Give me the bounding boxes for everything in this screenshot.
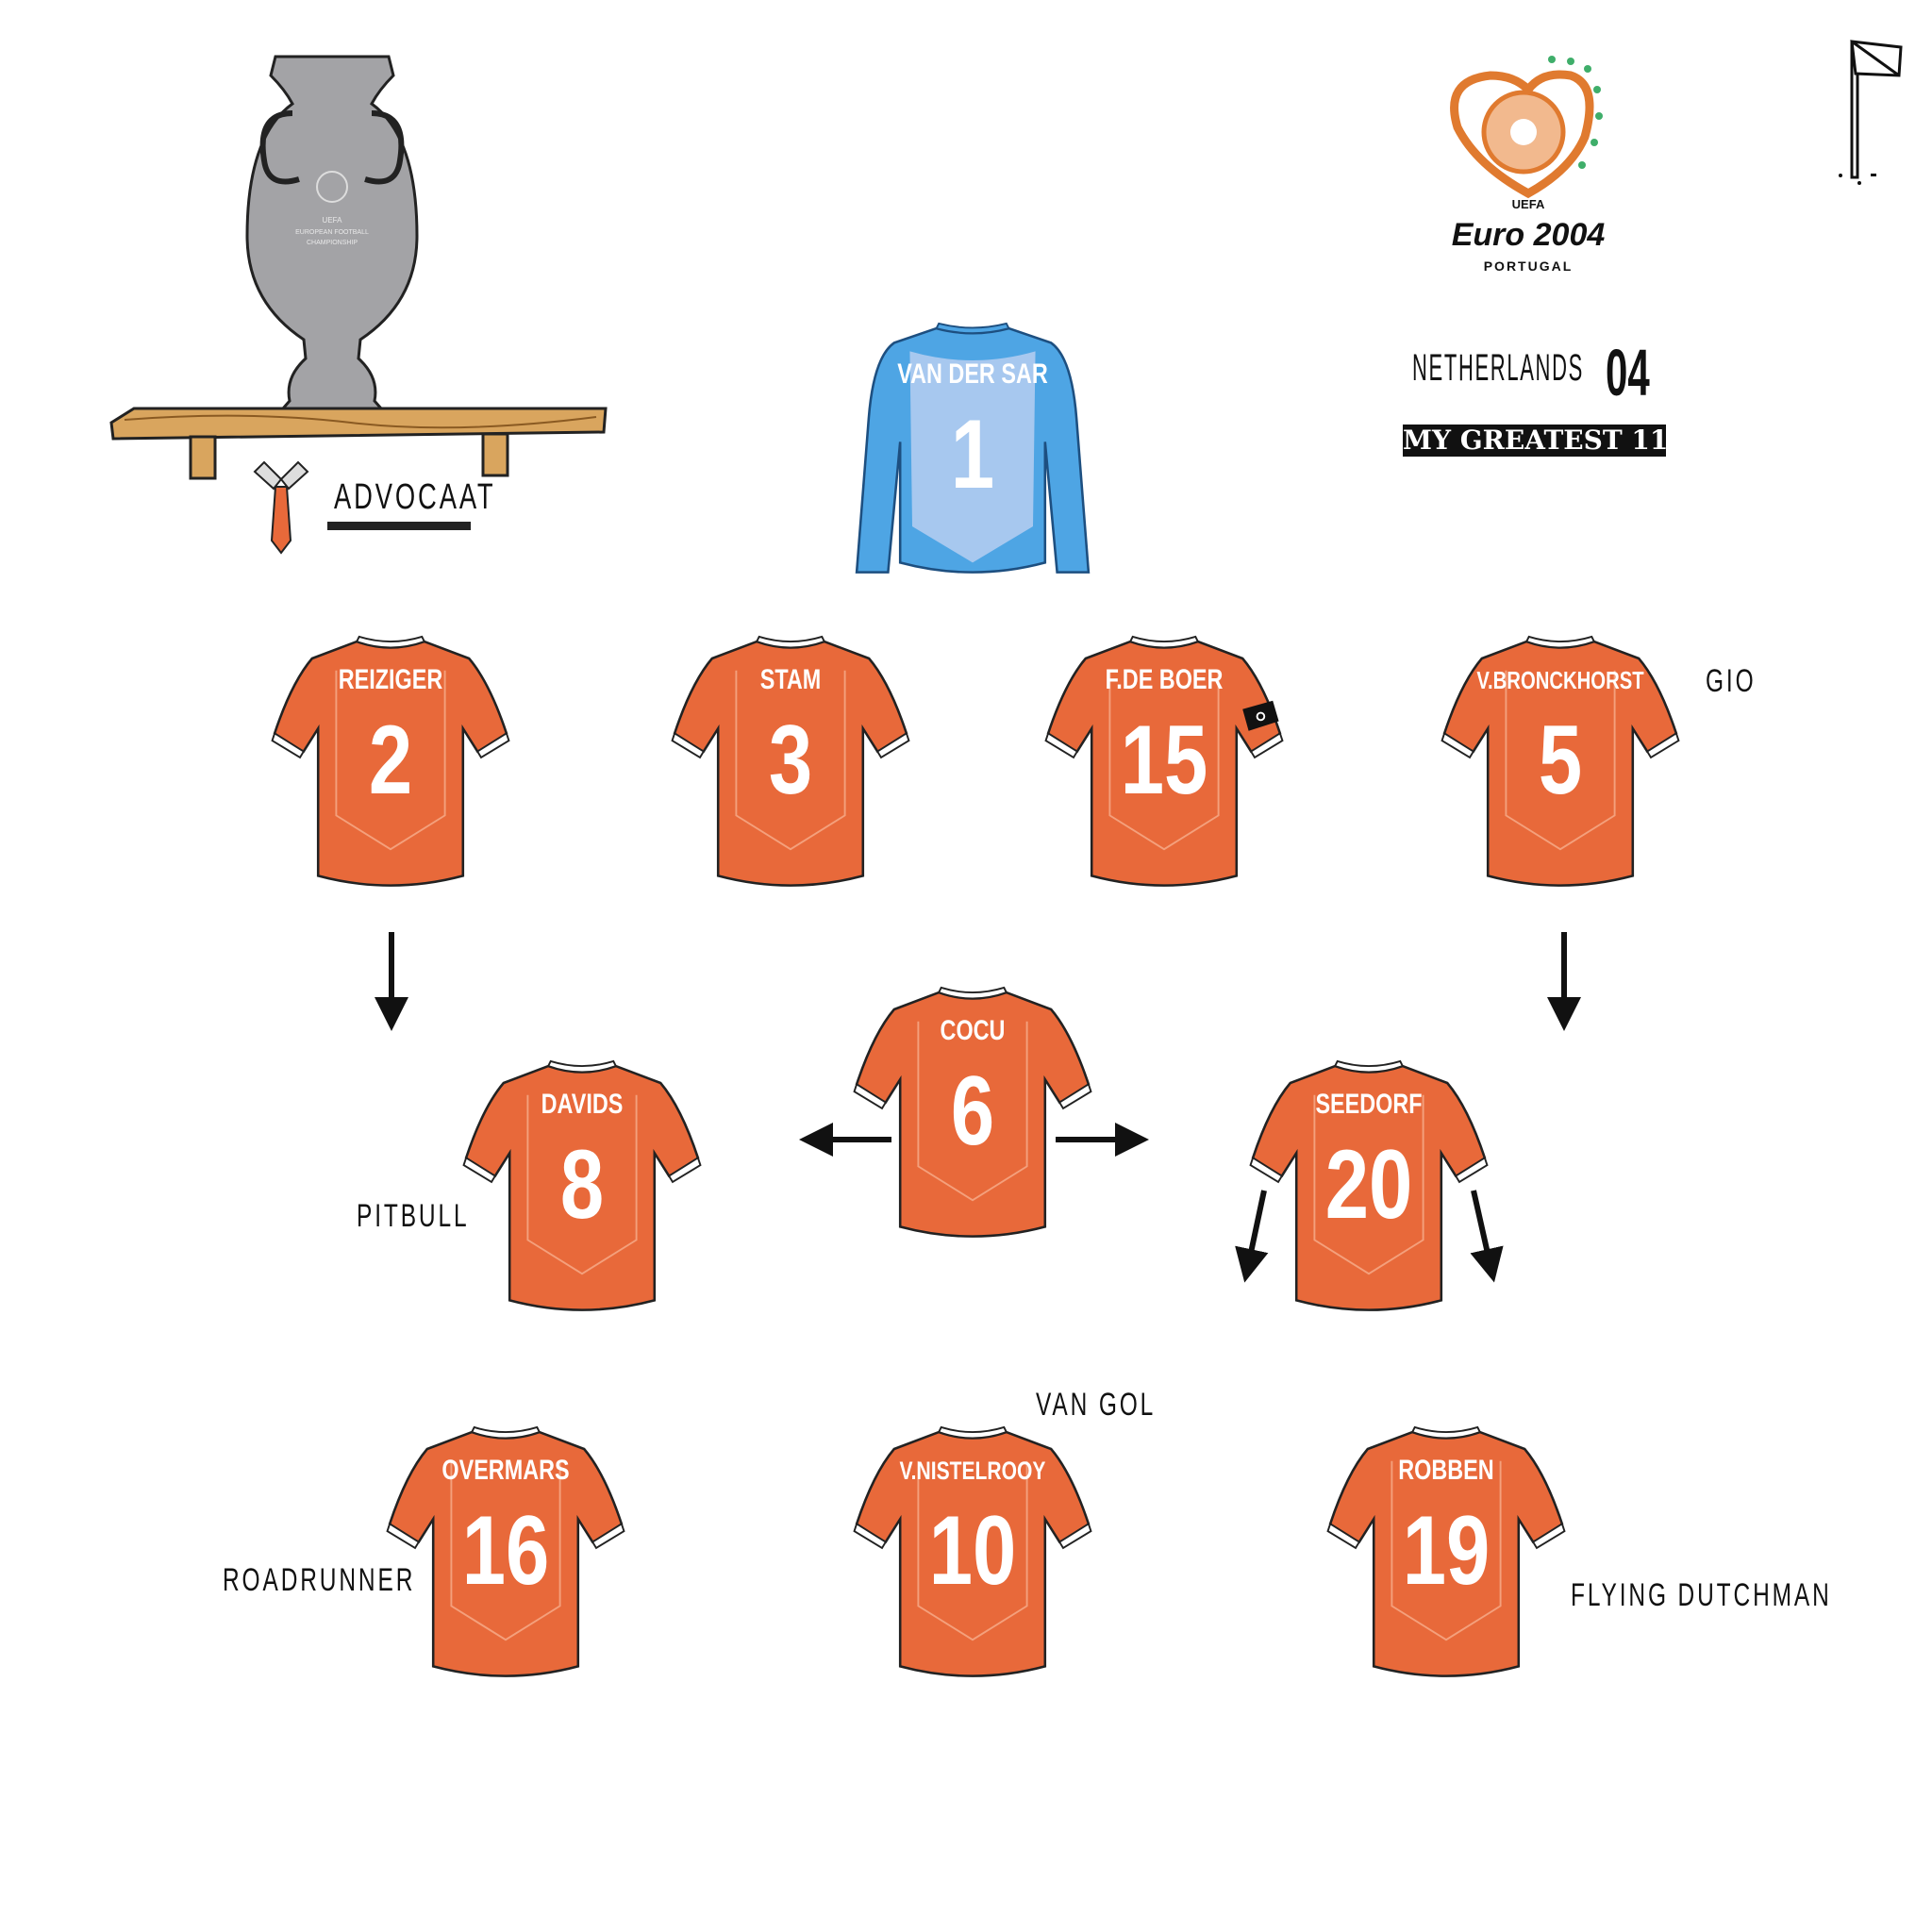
svg-text:Euro 2004: Euro 2004: [1452, 217, 1606, 253]
player-shirt-de-boer[interactable]: F.DE BOER 15: [1043, 634, 1285, 894]
player-number: 19: [1402, 1496, 1491, 1606]
player-name: COCU: [940, 1015, 1006, 1046]
player-shirt-davids[interactable]: DAVIDS 8: [461, 1058, 703, 1319]
subtitle-banner: MY GREATEST 11: [1403, 425, 1669, 457]
nickname-flying-dutchman: FLYING DUTCHMAN: [1571, 1577, 1832, 1613]
player-shirt-van-bronckhorst[interactable]: V.BRONCKHORST 5: [1440, 634, 1681, 894]
player-number: 3: [768, 706, 813, 815]
player-shirt-seedorf[interactable]: SEEDORF 20: [1248, 1058, 1490, 1319]
player-name: OVERMARS: [441, 1455, 570, 1486]
player-number: 16: [461, 1496, 550, 1606]
player-name: F.DE BOER: [1105, 664, 1224, 695]
player-name: REIZIGER: [338, 664, 443, 695]
player-shirt-reiziger[interactable]: REIZIGER 2: [270, 634, 511, 894]
player-name: STAM: [759, 664, 822, 695]
player-name: SEEDORF: [1315, 1089, 1423, 1120]
svg-text:EUROPEAN FOOTBALL: EUROPEAN FOOTBALL: [295, 229, 369, 236]
year: 04: [1606, 336, 1650, 409]
player-shirt-cocu[interactable]: COCU 6: [852, 985, 1093, 1245]
player-name: V.NISTELROOY: [899, 1457, 1046, 1485]
player-shirt-goalkeeper[interactable]: VAN DER SAR 1: [852, 321, 1093, 585]
player-number: 20: [1324, 1130, 1413, 1240]
corner-flag-icon: [1835, 36, 1910, 187]
player-number: 8: [559, 1130, 605, 1240]
nickname-gio: GIO: [1706, 663, 1757, 699]
player-number: 5: [1538, 706, 1583, 815]
svg-text:PORTUGAL: PORTUGAL: [1484, 258, 1574, 274]
svg-text:UEFA: UEFA: [1512, 197, 1545, 211]
player-number: 15: [1120, 706, 1208, 815]
captain-armband-icon: [1242, 700, 1279, 731]
player-number: 10: [928, 1496, 1017, 1606]
nickname-pitbull: PITBULL: [357, 1198, 470, 1234]
player-name: ROBBEN: [1398, 1455, 1494, 1486]
euro-2004-logo: UEFA Euro 2004 PORTUGAL: [1429, 52, 1627, 278]
player-shirt-van-nistelrooy[interactable]: V.NISTELROOY 10: [852, 1424, 1093, 1685]
nickname-roadrunner: ROADRUNNER: [223, 1562, 416, 1598]
player-name: VAN DER SAR: [897, 358, 1048, 390]
tie-icon: [253, 460, 309, 555]
player-number: 6: [950, 1057, 995, 1166]
shirt-icon: [1043, 634, 1285, 894]
manager-name: ADVOCAAT: [334, 477, 496, 517]
player-name: V.BRONCKHORST: [1476, 666, 1644, 694]
player-number: 2: [368, 706, 413, 815]
svg-text:UEFA: UEFA: [323, 216, 343, 225]
player-shirt-robben[interactable]: ROBBEN 19: [1325, 1424, 1567, 1685]
player-shirt-overmars[interactable]: OVERMARS 16: [385, 1424, 626, 1685]
trophy-shelf: UEFA EUROPEAN FOOTBALL CHAMPIONSHIP: [106, 47, 615, 491]
manager-underline: [327, 522, 471, 530]
player-shirt-stam[interactable]: STAM 3: [670, 634, 911, 894]
trophy-icon: UEFA EUROPEAN FOOTBALL CHAMPIONSHIP: [109, 55, 608, 480]
team-name: NETHERLANDS: [1412, 347, 1584, 389]
player-number: 1: [950, 400, 995, 509]
nickname-van-gol: VAN GOL: [1036, 1387, 1157, 1423]
svg-text:CHAMPIONSHIP: CHAMPIONSHIP: [307, 240, 358, 246]
player-name: DAVIDS: [541, 1089, 624, 1120]
